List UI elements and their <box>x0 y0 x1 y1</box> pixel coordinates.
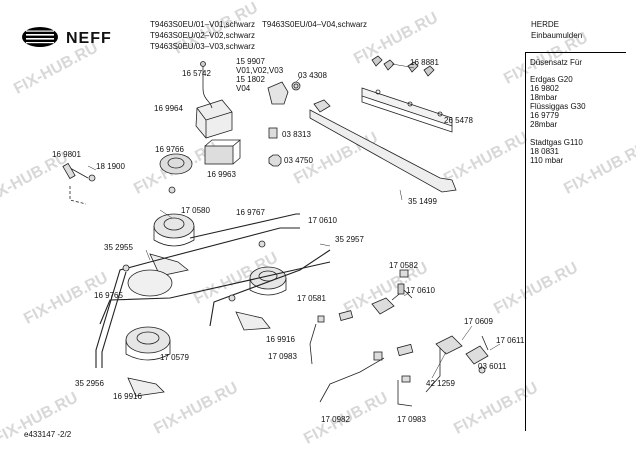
part-label: 03 6011 <box>478 362 507 371</box>
nozzle-line: 110 mbar <box>530 156 564 165</box>
nut-part <box>268 127 282 167</box>
subcategory-title: Einbaumulden <box>531 31 583 40</box>
part-label: 17 0982 <box>321 415 350 424</box>
part-label: 16 9767 <box>236 208 265 217</box>
part-label: 18 1900 <box>96 162 125 171</box>
part-label: 16 8881 <box>410 58 439 67</box>
frame-bracket-part <box>361 87 453 133</box>
part-label: 42 1259 <box>426 379 455 388</box>
mounting-plate-part <box>235 311 271 331</box>
part-label: 35 2955 <box>104 243 133 252</box>
model-line-3: T9463S0EU/03–V03,schwarz <box>150 42 255 51</box>
part-label: 17 0581 <box>297 294 326 303</box>
part-label: 16 9963 <box>207 170 236 179</box>
nozzle-line: Flüssiggas G30 <box>530 102 586 111</box>
model-line-4: T9463S0EU/04–V04,schwarz <box>262 20 367 29</box>
part-label: 16 5742 <box>182 69 211 78</box>
nozzle-panel-title: Düsensatz Für <box>530 58 583 67</box>
part-label: 15 9907 <box>236 57 265 66</box>
part-label: V04 <box>236 84 251 93</box>
part-label: 16 9916 <box>266 335 295 344</box>
part-label: 16 9964 <box>154 104 183 113</box>
part-label: 17 0610 <box>406 286 435 295</box>
part-label: 17 0983 <box>397 415 426 424</box>
part-label: 17 0609 <box>464 317 493 326</box>
burner-part <box>153 213 195 247</box>
part-label: 03 4750 <box>284 156 313 165</box>
thermocouple-part <box>309 323 317 365</box>
document-id: e433147 -2/2 <box>24 430 72 439</box>
nozzle-set-panel: Düsensatz Für Erdgas G20 16 9802 18mbar … <box>525 52 626 431</box>
electrode-part <box>69 167 89 179</box>
elbow-fitting-part <box>267 81 301 105</box>
burner-cap-part <box>159 153 193 175</box>
gas-pipe-lines <box>95 213 331 368</box>
clip-parts <box>371 55 435 77</box>
part-label: 17 0579 <box>160 353 189 362</box>
part-label: 17 0983 <box>268 352 297 361</box>
rail-part <box>309 99 457 193</box>
part-label: V01,V02,V03 <box>236 66 284 75</box>
spark-generator-part <box>204 139 242 165</box>
burner-part <box>125 326 171 361</box>
brand-name: NEFF <box>66 30 112 47</box>
burner-part <box>249 266 287 296</box>
nozzle-line: 18mbar <box>530 93 558 102</box>
burner-base-part <box>127 269 173 297</box>
model-line-2: T9463S0EU/02–V02,schwarz <box>150 31 255 40</box>
part-label: 03 8313 <box>282 130 311 139</box>
bracket-part <box>195 99 233 139</box>
part-label: 16 9916 <box>113 392 142 401</box>
model-line-1: T9463S0EU/01–V01,schwarz <box>150 20 255 29</box>
nozzle-line: 18 0831 <box>530 147 559 156</box>
nozzle-line: 16 9779 <box>530 111 559 120</box>
nozzle-line: 16 9802 <box>530 84 559 93</box>
part-label: 35 2957 <box>335 235 364 244</box>
part-label: 17 0580 <box>181 206 210 215</box>
part-label: 16 9765 <box>94 291 123 300</box>
part-label: 16 9766 <box>155 145 184 154</box>
part-label: 16 9801 <box>52 150 81 159</box>
nozzle-line: Stadtgas G110 <box>530 138 583 147</box>
part-label: 17 0611 <box>496 336 525 345</box>
part-label: 17 0582 <box>389 261 418 270</box>
mounting-plate-part <box>127 377 165 397</box>
part-label: 26 5478 <box>444 116 473 125</box>
neff-emblem-icon <box>22 27 58 47</box>
part-label: 03 4308 <box>298 71 327 80</box>
leader-lines <box>87 63 501 379</box>
thermocouple-part <box>397 380 413 407</box>
part-label: 17 0610 <box>308 216 337 225</box>
part-label: 15 1802 <box>236 75 265 84</box>
category-title: HERDE <box>531 20 560 29</box>
nozzle-line: Erdgas G20 <box>530 75 573 84</box>
thermocouple-part <box>319 357 385 403</box>
brand-logo: NEFF <box>20 26 111 48</box>
pipe-connector-part <box>317 269 414 383</box>
nozzle-line: 28mbar <box>530 120 558 129</box>
part-label: 35 2956 <box>75 379 104 388</box>
gas-valve-part <box>371 283 489 365</box>
part-label: 35 1499 <box>408 197 437 206</box>
